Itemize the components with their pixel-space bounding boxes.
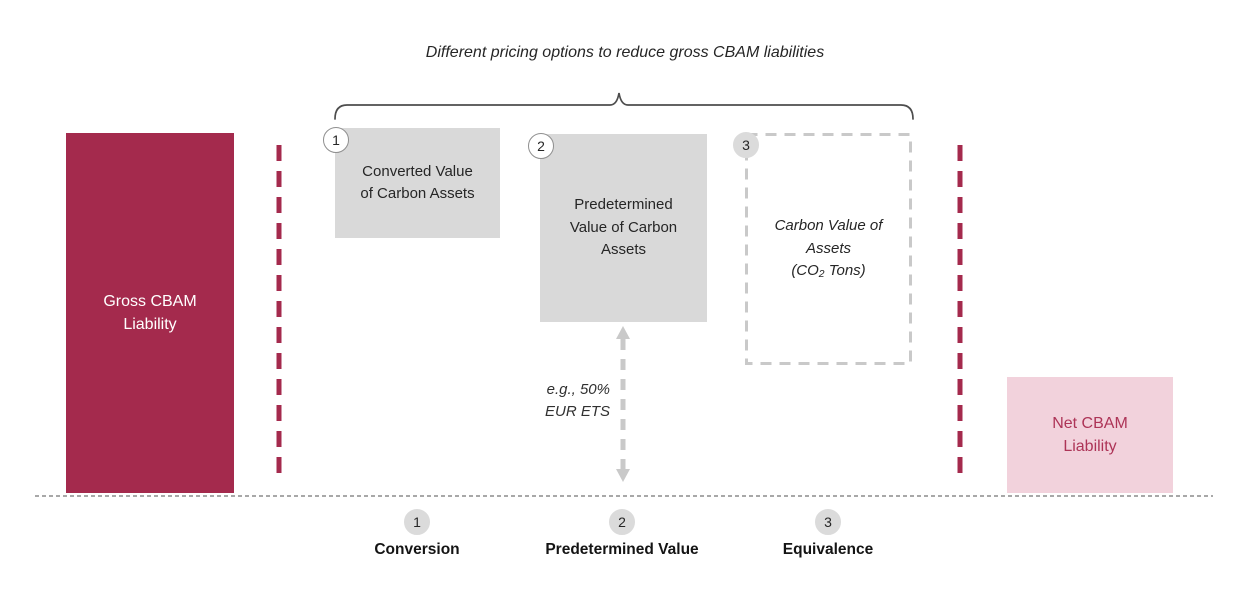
option-1-number-badge: 1 xyxy=(323,127,349,153)
double-arrow-icon xyxy=(616,326,630,482)
footer-item-equivalence: 3 Equivalence xyxy=(718,509,938,559)
gross-liability-bar: Gross CBAM Liability xyxy=(66,133,234,493)
option-1-number: 1 xyxy=(332,132,340,148)
footer-item-predetermined-value: 2 Predetermined Value xyxy=(512,509,732,559)
footer-2-number: 2 xyxy=(618,514,626,530)
footer-item-conversion: 1 Conversion xyxy=(307,509,527,559)
option-3-number: 3 xyxy=(742,137,750,153)
option-box-2-label: Predetermined Value of Carbon Assets xyxy=(569,196,678,259)
option-box-converted-value: Converted Value of Carbon Assets xyxy=(335,128,500,238)
gross-liability-label: Gross CBAM Liability xyxy=(103,292,197,333)
footer-3-number: 3 xyxy=(824,514,832,530)
option-2-number-badge: 2 xyxy=(528,133,554,159)
net-liability-bar: Net CBAM Liability xyxy=(1007,377,1173,493)
option-box-predetermined-value: Predetermined Value of Carbon Assets xyxy=(540,134,707,322)
option-2-number: 2 xyxy=(537,138,545,154)
dashed-box-border xyxy=(745,133,912,365)
option-box-1-label: Converted Value of Carbon Assets xyxy=(360,162,475,203)
option-3-number-badge: 3 xyxy=(733,132,759,158)
arrow-note: e.g., 50% EUR ETS xyxy=(544,381,610,420)
footer-2-label: Predetermined Value xyxy=(545,541,699,558)
grouping-brace-icon xyxy=(334,92,914,120)
footer-1-label: Conversion xyxy=(374,541,460,558)
footer-2-number-badge: 2 xyxy=(609,509,635,535)
footer-3-label: Equivalence xyxy=(782,541,874,558)
footer-1-number-badge: 1 xyxy=(404,509,430,535)
net-liability-label: Net CBAM Liability xyxy=(1052,414,1128,455)
option-box-3-label: Carbon Value of Assets (CO₂ Tons) xyxy=(774,217,883,280)
right-boundary-dashed-line xyxy=(957,145,963,483)
footer-3-number-badge: 3 xyxy=(815,509,841,535)
option-box-equivalence: Carbon Value of Assets (CO₂ Tons) xyxy=(745,133,912,365)
footer-1-number: 1 xyxy=(413,514,421,530)
left-boundary-dashed-line xyxy=(276,145,282,483)
diagram-title: Different pricing options to reduce gros… xyxy=(425,44,825,61)
baseline-dashed-line xyxy=(35,495,1213,497)
